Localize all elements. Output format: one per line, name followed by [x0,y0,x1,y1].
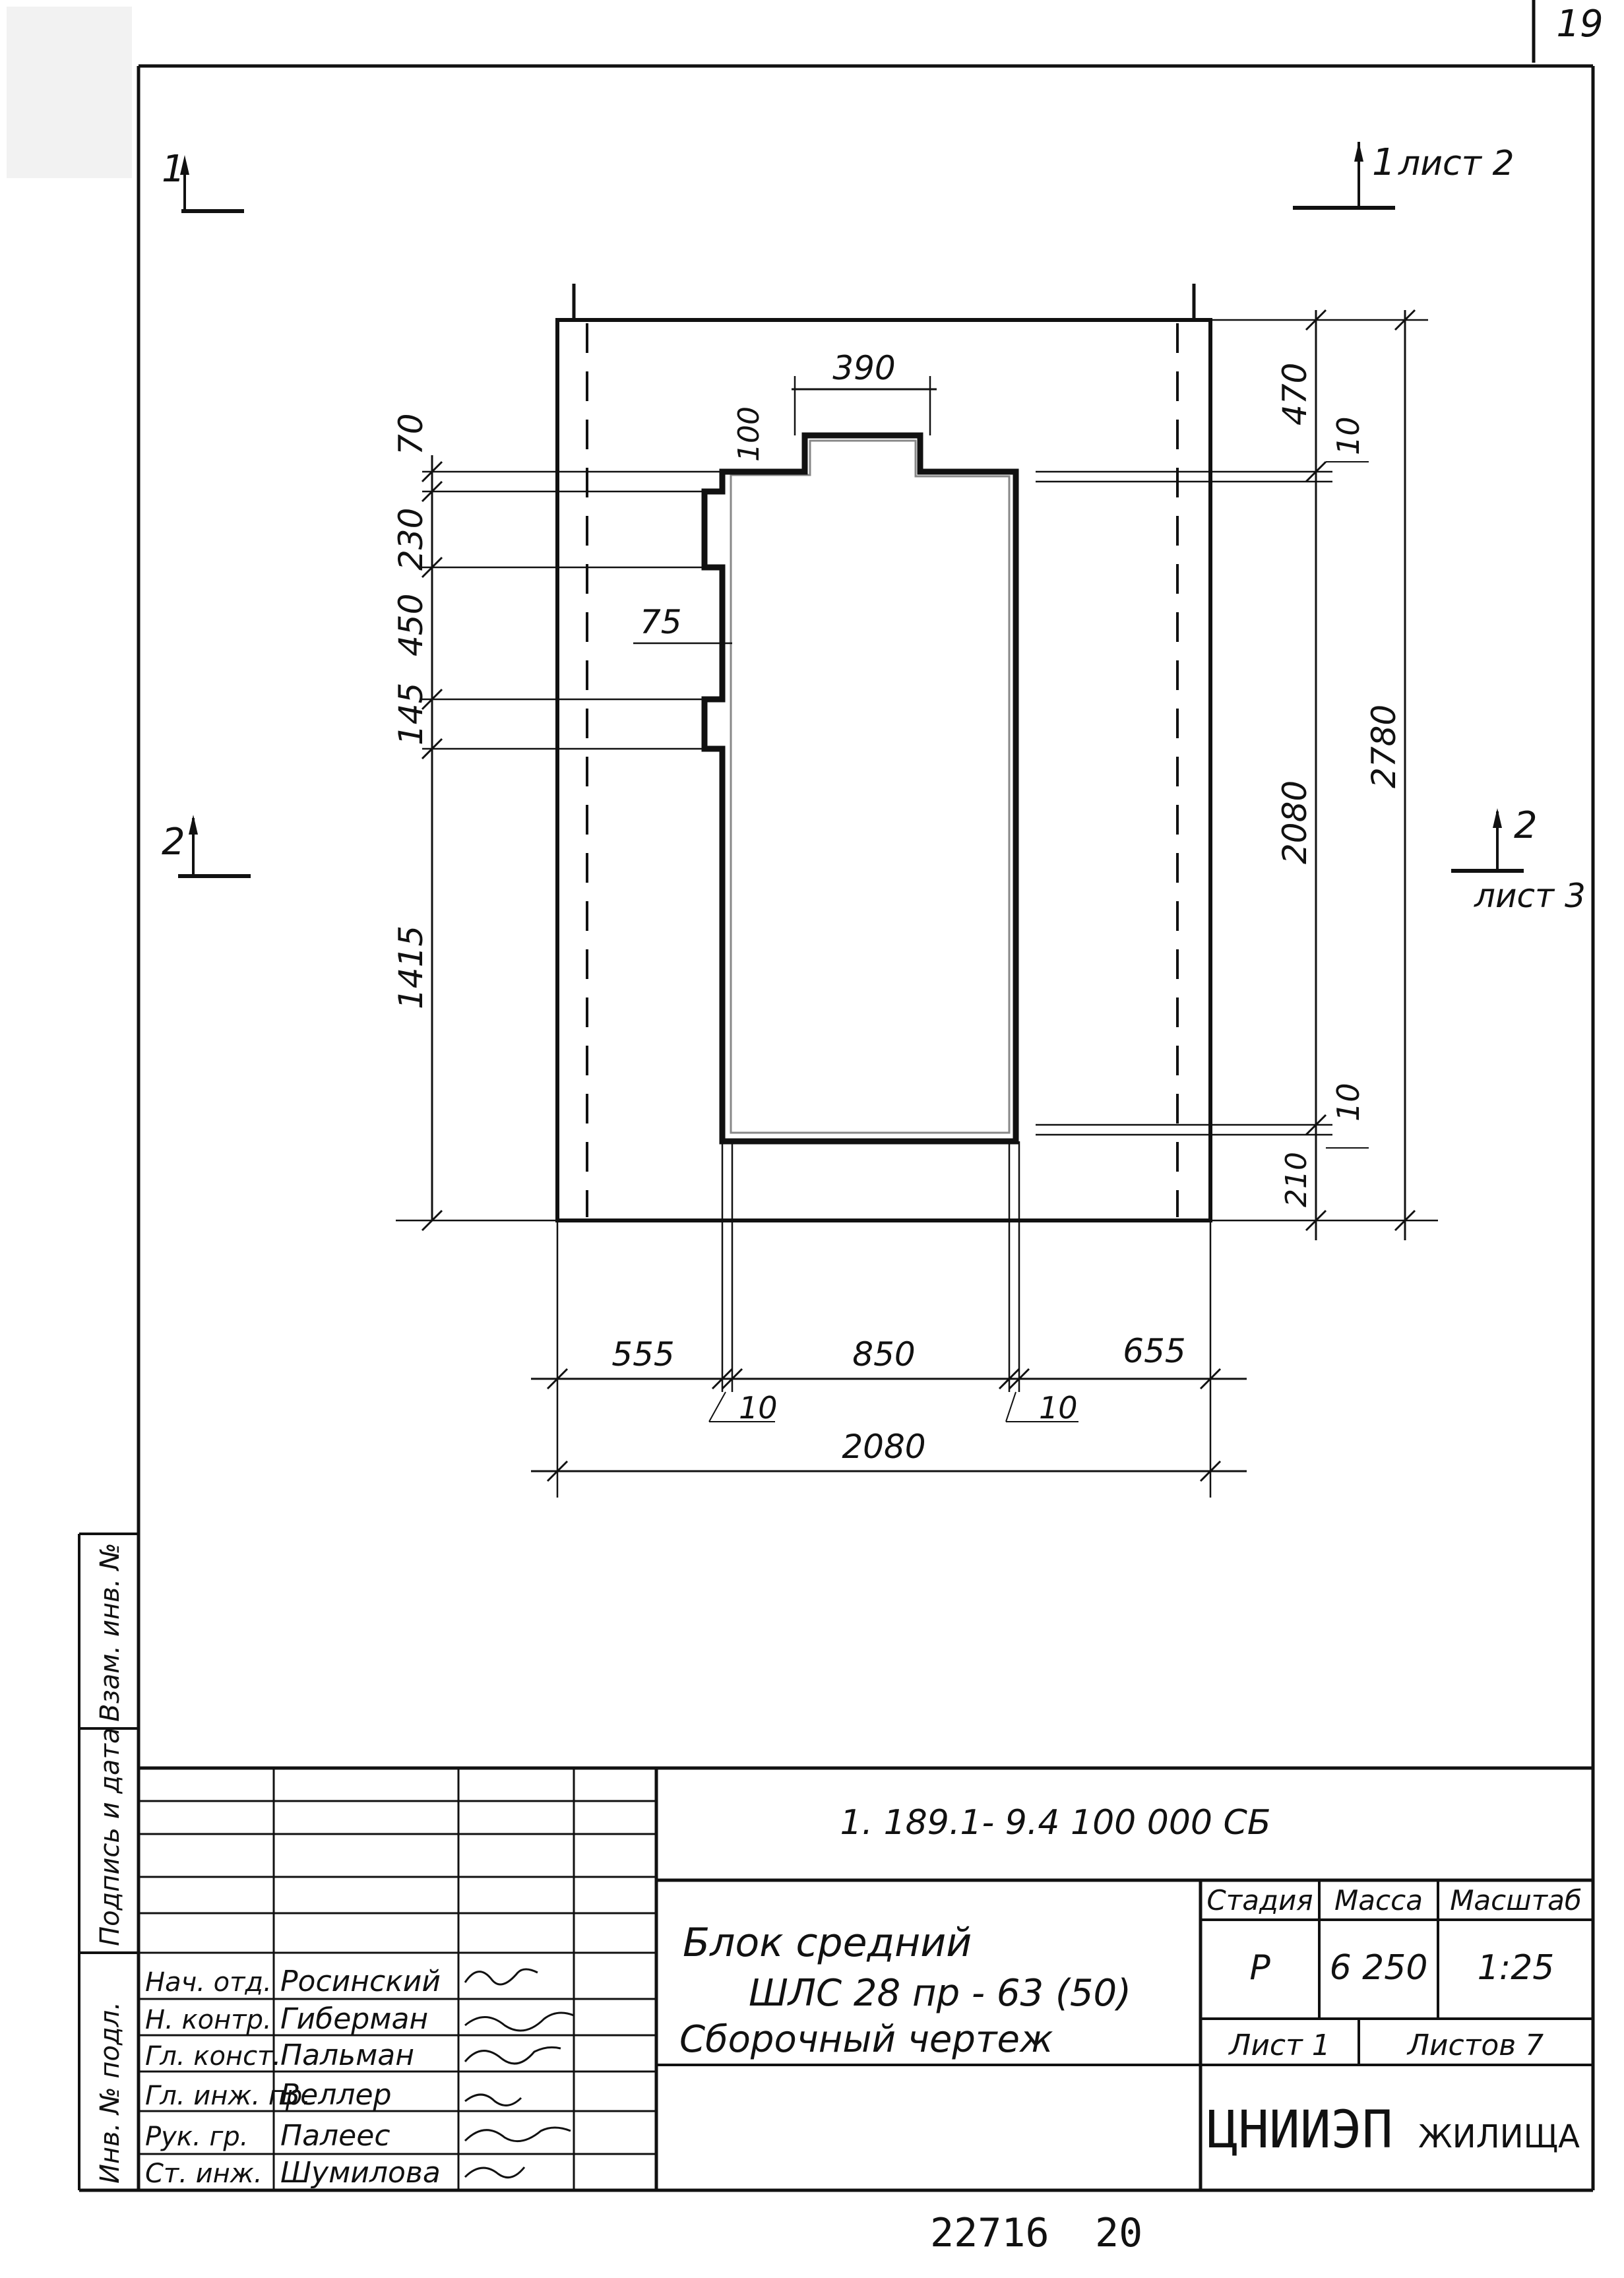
page-number-box: 19 [1532,0,1604,63]
org-name-2: ЖИЛИЩА [1418,2118,1580,2155]
drawing-name-line2: ШЛС 28 пр - 63 (50) [749,1972,1131,2015]
sheet-label: Лист 1 [1228,2029,1330,2062]
side-podpis-data: Подпись и дата [95,1728,125,1946]
dim-100: 100 [732,406,766,462]
org-name: ЦНИИЭП [1207,2101,1393,2160]
section-1-left: 1 [162,148,244,213]
sig-name: Шумилова [280,2156,441,2190]
mass-value: 6 250 [1330,1948,1428,1988]
section-1-left-label: 1 [162,148,185,191]
dim-2080-bottom: 2080 [842,1428,925,1466]
signature-rows: Нач. отд. Росинский Н. контр. Гиберман Г… [145,1965,441,2190]
page-number: 19 [1556,3,1603,46]
section-2-right-label: 2 [1514,804,1538,847]
dim-555: 555 [611,1335,674,1374]
right-dimension-chain: 470 10 2080 2780 10 210 [1036,309,1438,1240]
sig-name: Палеес [280,2119,390,2153]
stamp-mark [7,7,132,178]
section-2-left-label: 2 [162,821,185,864]
dim-10-top: 10 [1330,416,1366,455]
block-outline [555,284,1212,1222]
dim-10-bottom-left: 10 [739,1390,778,1426]
dim-2780: 2780 [1365,705,1403,788]
sig-name: Пальман [280,2039,414,2072]
drawing-name-line3: Сборочный чертеж [679,2018,1053,2061]
dim-210: 210 [1280,1152,1313,1207]
side-stamp: Взам. инв. № Подпись и дата Инв. № подл. [78,1533,139,2190]
sig-name: Росинский [280,1965,441,1998]
left-dimension-chain: 70 230 450 145 1415 75 [392,413,732,1232]
section-2-left: 2 [162,815,251,878]
dim-70: 70 [392,413,430,455]
bottom-dimension-chain: 555 850 655 10 10 2080 [531,1141,1247,1498]
opening-outline [701,432,1019,1145]
drawing-code: 1. 189.1- 9.4 100 000 СБ [840,1803,1270,1843]
dim-145: 145 [392,683,430,745]
sig-role: Рук. гр. [145,2122,249,2152]
sig-role: Гл. инж. пр. [145,2081,311,2111]
handwritten-signatures [464,1968,575,2179]
side-inv-podl: Инв. № подл. [95,2002,125,2184]
dim-1415: 1415 [392,926,430,1009]
section-2-right: 2 лист 3 [1451,804,1586,915]
dim-850: 850 [852,1335,915,1374]
scale-value: 1:25 [1478,1948,1555,1988]
top-dimensions: 390 100 [732,349,937,462]
sig-name: Веллер [280,2078,392,2112]
sheets-label: Листов 7 [1406,2029,1544,2062]
dim-470: 470 [1276,363,1314,426]
dim-2080-right: 2080 [1276,780,1314,864]
archive-number: 22716 [930,2210,1049,2256]
sig-role: Нач. отд. [145,1967,272,1998]
dim-450: 450 [392,594,430,656]
sig-role: Н. контр. [145,2005,272,2035]
dim-10-bottom-right: 10 [1039,1390,1078,1426]
side-vzam-inv: Взам. инв. № [95,1542,125,1722]
scale-label: Масштаб [1450,1884,1582,1916]
mass-label: Масса [1334,1884,1423,1916]
section-1-right-ref: лист 2 [1398,144,1515,183]
title-block: 1. 189.1- 9.4 100 000 СБ Блок средний ШЛ… [139,1766,1593,2190]
frame [79,64,1595,2192]
dim-390: 390 [832,349,895,387]
sig-role: Гл. конст. [145,2041,281,2072]
section-2-right-ref: лист 3 [1474,877,1586,915]
dim-75: 75 [640,603,682,641]
sig-name: Гиберман [280,2002,428,2036]
sig-role: Ст. инж. [145,2159,263,2189]
section-1-right-label: 1 [1372,141,1396,184]
dim-655: 655 [1123,1332,1185,1370]
drawing-name-line1: Блок средний [683,1920,972,1966]
section-1-right: 1 лист 2 [1293,141,1515,210]
dim-10-bottom: 10 [1330,1083,1366,1122]
stage-label: Стадия [1206,1884,1313,1916]
dim-230: 230 [392,508,430,571]
archive-number-2: 20 [1095,2210,1142,2256]
stage-value: Р [1249,1948,1270,1988]
